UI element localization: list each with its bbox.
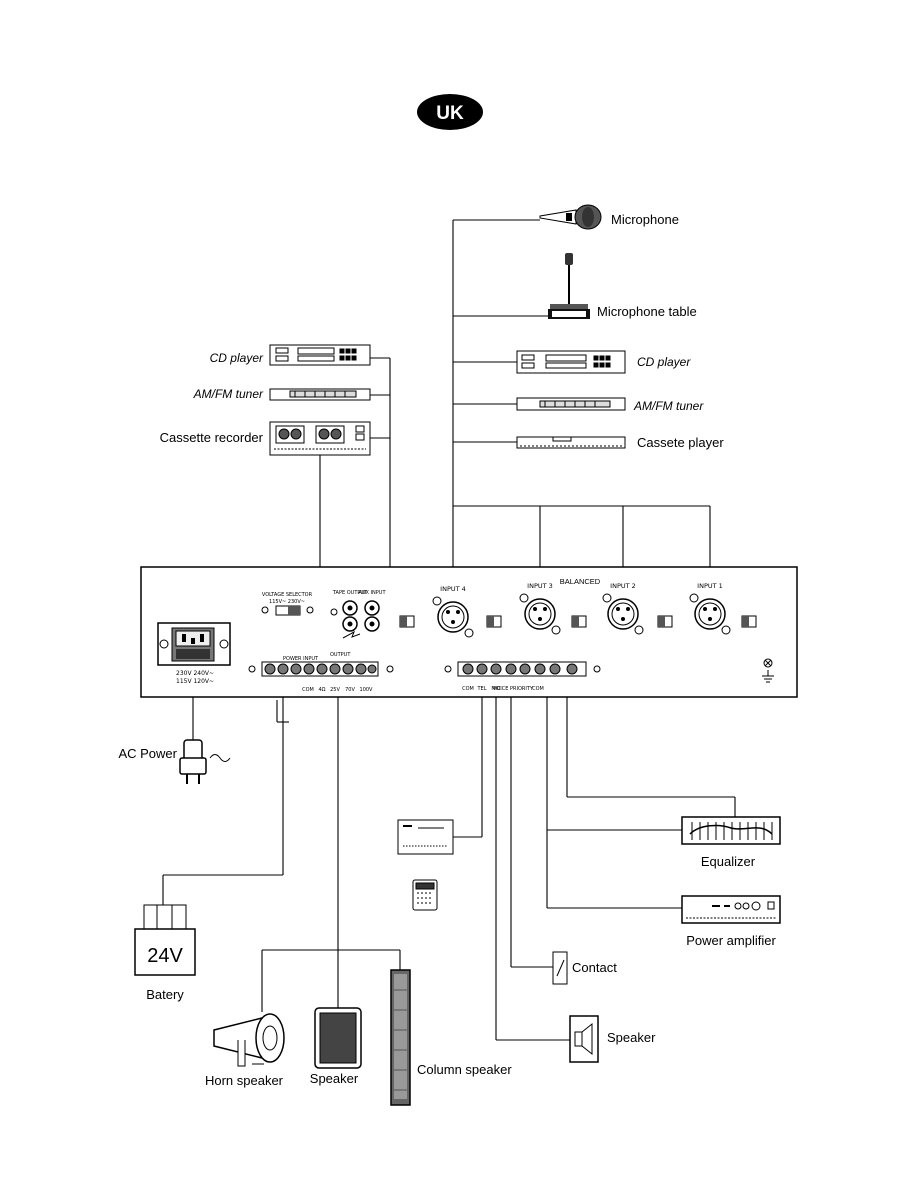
telephone-interface-icon: [397, 819, 454, 911]
output-label: OUTPUT: [330, 652, 351, 658]
ac-power-inlet[interactable]: [157, 622, 231, 666]
ctrl-terminal-mic: MIC: [491, 686, 501, 692]
contact-switch-icon: [552, 951, 568, 985]
control-terminal-strip[interactable]: [457, 661, 587, 677]
mains-voltage-2: 115V 120V~: [176, 678, 214, 685]
power-amplifier-icon: [681, 895, 781, 924]
out-terminal-25v: 25V: [330, 687, 340, 693]
out-terminal-70v: 70V: [345, 687, 355, 693]
ac-power-plug-icon: [179, 739, 231, 784]
contact-label: Contact: [572, 960, 617, 975]
column-speaker-icon: [390, 969, 411, 1106]
balanced-label: BALANCED: [560, 577, 601, 586]
battery-icon: [134, 904, 196, 976]
ctrl-terminal-com-1: COM: [462, 686, 474, 692]
out-terminal-com: COM: [302, 687, 314, 693]
ground-icon: [762, 658, 774, 683]
speaker-box-icon: [314, 1007, 362, 1069]
microphone-table-icon: [548, 253, 590, 319]
uk-badge: UK: [417, 94, 483, 130]
equalizer-icon: [681, 816, 781, 845]
horn-speaker-icon: [213, 1013, 285, 1067]
power-amplifier-label: Power amplifier: [686, 933, 776, 948]
amfm-tuner-left-icon: [269, 388, 371, 401]
input3-label: INPUT 3: [527, 582, 553, 590]
battery-voltage-text: 24V: [147, 945, 183, 967]
amfm-tuner-right-label: AM/FM tuner: [633, 399, 704, 413]
ctrl-terminal-com-2: COM: [532, 686, 544, 692]
cd-player-left-label: CD player: [210, 351, 264, 365]
ctrl-terminal-voice-priority: VOICE PRIORITY: [493, 686, 534, 692]
microphone-table-label: Microphone table: [597, 304, 697, 319]
uk-badge-text: UK: [436, 103, 464, 124]
equalizer-label: Equalizer: [701, 854, 756, 869]
cassette-recorder-left-icon: [269, 421, 371, 456]
out-terminal-4ohm: 4Ω: [318, 687, 325, 693]
input2-label: INPUT 2: [610, 582, 636, 590]
horn-speaker-label: Horn speaker: [205, 1073, 284, 1088]
amplifier-rear-panel: BALANCED VOLTAGE SELECTOR 115V~ 230V~ TA…: [140, 566, 798, 698]
tape-output-label: TAPE OUTPUT: [332, 590, 368, 596]
microphone-icon: [539, 204, 602, 230]
voltage-selector-values: 115V~ 230V~: [269, 599, 305, 605]
power-input-label: POWER INPUT: [283, 656, 319, 662]
column-speaker-label: Column speaker: [417, 1062, 512, 1077]
microphone-label: Microphone: [611, 212, 679, 227]
amfm-tuner-right-icon: [516, 397, 626, 411]
rca-jacks[interactable]: [342, 600, 380, 632]
cd-player-right-icon: [516, 350, 626, 374]
input2-xlr-jack[interactable]: [607, 598, 639, 630]
amfm-tuner-left-label: AM/FM tuner: [193, 387, 264, 401]
input3-xlr-jack[interactable]: [524, 598, 556, 630]
cd-player-right-label: CD player: [637, 355, 691, 369]
aux-input-label: AUX INPUT: [358, 590, 386, 596]
out-terminal-100v: 100V: [360, 687, 374, 693]
speaker-box-label: Speaker: [310, 1071, 359, 1086]
cd-player-left-icon: [269, 344, 371, 366]
output-terminal-strip[interactable]: [261, 661, 379, 677]
voltage-selector-label: VOLTAGE SELECTOR: [262, 592, 313, 598]
input4-label: INPUT 4: [440, 585, 466, 593]
input4-xlr-jack[interactable]: [437, 601, 469, 633]
input1-label: INPUT 1: [697, 582, 723, 590]
speaker-right-label: Speaker: [607, 1030, 656, 1045]
cassette-player-right-icon: [516, 436, 626, 449]
input1-xlr-jack[interactable]: [694, 598, 726, 630]
mains-voltage-1: 230V 240V~: [176, 670, 214, 677]
ctrl-terminal-tel: TEL: [477, 686, 487, 692]
ac-power-label: AC Power: [118, 746, 177, 761]
cassette-recorder-left-label: Cassette recorder: [160, 430, 264, 445]
speaker-right-icon: [569, 1015, 599, 1063]
cassette-player-right-label: Cassete player: [637, 435, 724, 450]
battery-label: Batery: [146, 987, 184, 1002]
